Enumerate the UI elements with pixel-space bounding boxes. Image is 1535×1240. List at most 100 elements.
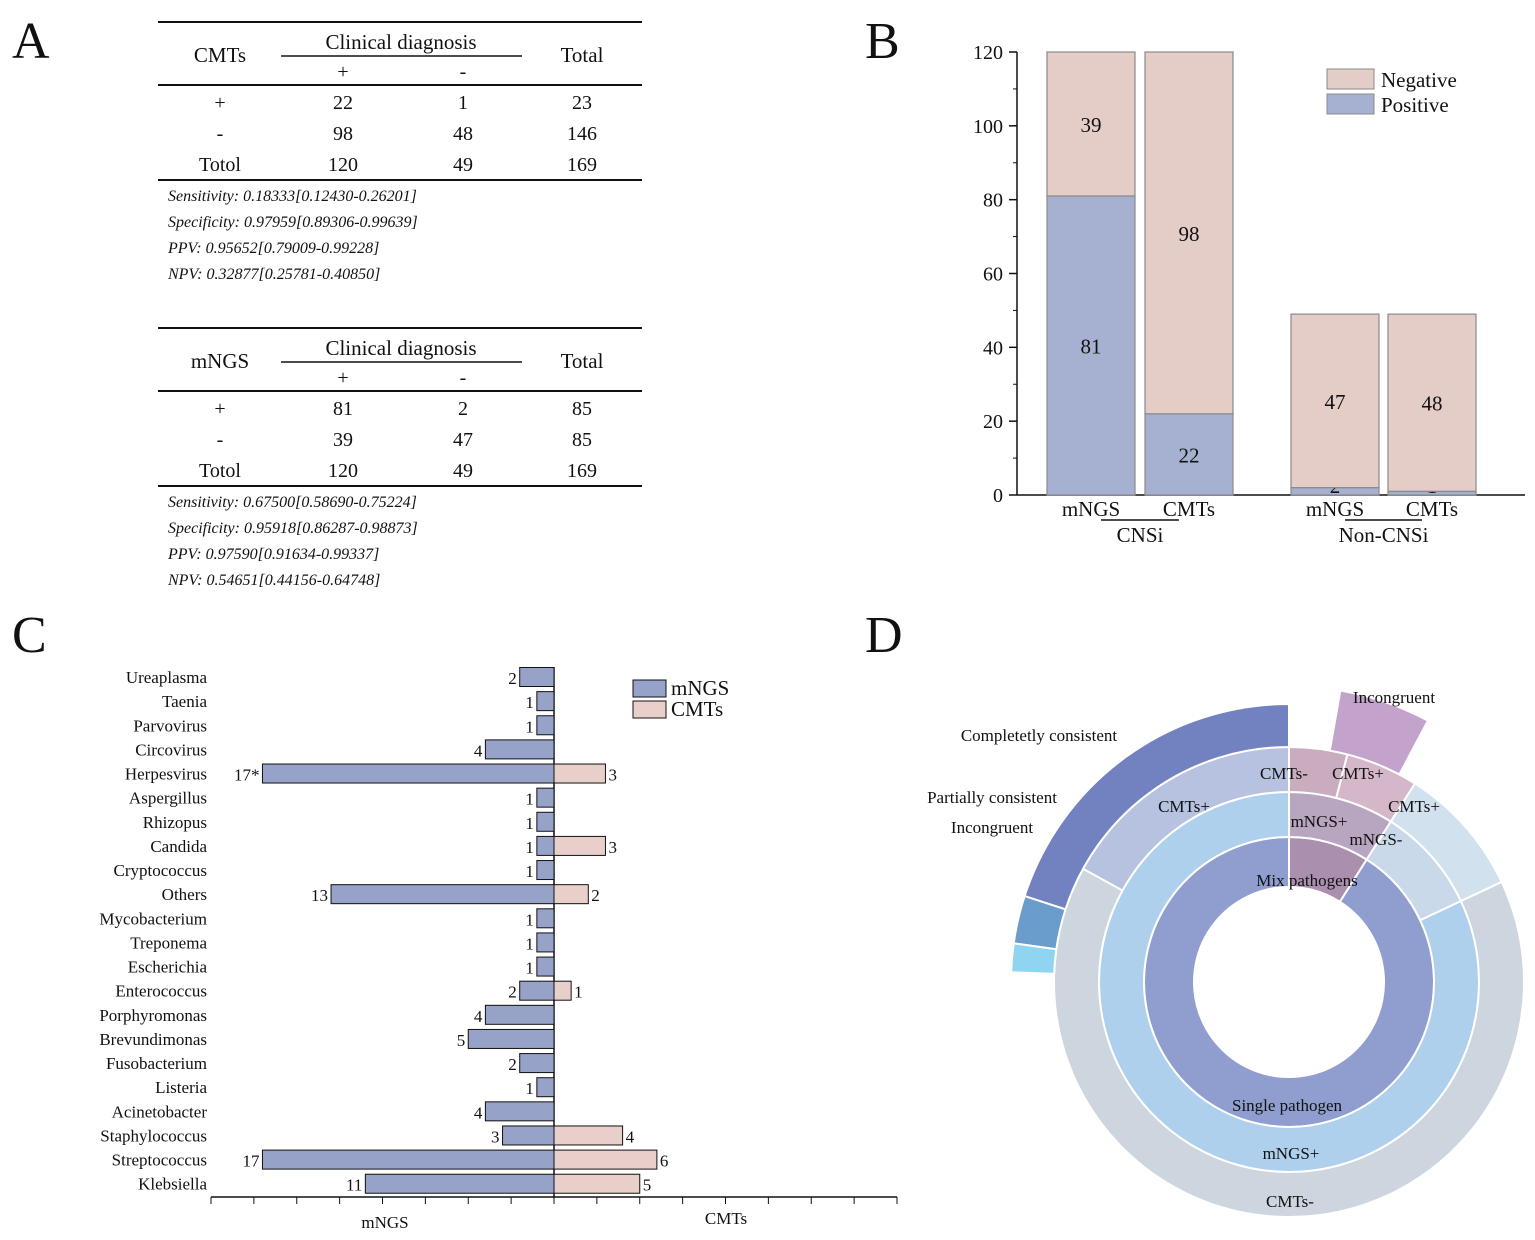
sunburst-label: mNGS- xyxy=(1350,830,1403,849)
sunburst-outer-segment xyxy=(1012,894,1067,951)
table-stat-line: NPV: 0.32877[0.25781-0.40850] xyxy=(167,266,380,283)
mngs-value-label: 11 xyxy=(346,1176,362,1195)
table-row-label: - xyxy=(217,429,224,451)
mngs-bar xyxy=(484,1004,555,1025)
stacked-bar-segment xyxy=(1046,195,1136,496)
sunburst-label: mNGS+ xyxy=(1263,1144,1320,1163)
y-tick-label: 60 xyxy=(983,264,1003,286)
mngs-bar xyxy=(536,932,555,953)
legend-label: mNGS xyxy=(671,676,729,700)
mngs-value-label: 2 xyxy=(508,983,517,1002)
pathogen-label: Cryptococcus xyxy=(114,861,207,880)
table-stat-line: PPV: 0.95652[0.79009-0.99228] xyxy=(167,240,379,257)
table-cell: 2 xyxy=(458,398,468,420)
sunburst-label: CMTs- xyxy=(1266,1192,1314,1211)
cmts-value-label: 3 xyxy=(608,838,617,857)
y-tick-label: 20 xyxy=(983,411,1003,433)
sunburst-label: Incongruent xyxy=(951,818,1033,837)
pathogen-label: Porphyromonas xyxy=(99,1006,207,1025)
sunburst-hole xyxy=(1195,888,1383,1076)
x-axis-label-right: CMTs xyxy=(705,1209,747,1228)
sunburst-label: Partially consistent xyxy=(927,788,1057,807)
stacked-bar-segment xyxy=(1144,413,1234,496)
cmts-bar xyxy=(553,1125,624,1146)
mngs-value-label: 1 xyxy=(525,1079,534,1098)
legend-label: Negative xyxy=(1381,68,1457,92)
table-cell: 81 xyxy=(333,398,353,420)
mngs-bar xyxy=(536,956,555,977)
mngs-value-label: 17* xyxy=(234,766,260,785)
pathogen-label: Ureaplasma xyxy=(126,668,208,687)
cmts-bar xyxy=(553,763,606,784)
sunburst-outer-segment xyxy=(1328,689,1430,776)
mngs-bar xyxy=(467,1028,555,1049)
mngs-value-label: 4 xyxy=(474,1103,483,1122)
bar-value-label: 22 xyxy=(1179,443,1200,467)
sunburst-label: CMTs- xyxy=(1260,764,1308,783)
sunburst-outer-segment xyxy=(1023,702,1290,911)
legend-swatch xyxy=(632,679,667,698)
table-cell: 85 xyxy=(572,429,592,451)
panel-label-a: A xyxy=(12,13,50,70)
sunburst-label: CMTs+ xyxy=(1332,764,1384,783)
mngs-value-label: 4 xyxy=(474,1007,483,1026)
table-row-label: + xyxy=(214,398,225,420)
mngs-bar xyxy=(536,835,555,856)
mngs-value-label: 1 xyxy=(525,814,534,833)
table-corner-label: CMTs xyxy=(194,43,246,67)
sunburst-label: Mix pathogens xyxy=(1256,871,1358,890)
table-cell: 48 xyxy=(453,123,473,145)
mngs-value-label: 1 xyxy=(525,934,534,953)
cmts-value-label: 3 xyxy=(608,766,617,785)
pathogen-label: Treponema xyxy=(130,933,207,952)
y-tick-label: 120 xyxy=(973,42,1003,64)
legend-swatch xyxy=(1326,93,1375,115)
y-tick-label: 0 xyxy=(993,485,1003,507)
sunburst-label: Single pathogen xyxy=(1232,1096,1343,1115)
mngs-bar xyxy=(519,1053,555,1074)
table-cell: 1 xyxy=(458,92,468,114)
pathogen-label: Klebsiella xyxy=(138,1175,207,1194)
stacked-bar-segment xyxy=(1290,313,1380,489)
mngs-bar xyxy=(536,787,555,808)
pathogen-label: Others xyxy=(162,885,207,904)
mngs-value-label: 17 xyxy=(242,1152,260,1171)
table-corner-label: mNGS xyxy=(191,349,249,373)
pathogen-label: Herpesvirus xyxy=(125,765,207,784)
mngs-bar xyxy=(502,1125,555,1146)
pathogen-label: Mycobacterium xyxy=(99,909,207,928)
stacked-bar-segment xyxy=(1387,313,1477,492)
cmts-bar xyxy=(553,980,572,1001)
mngs-bar xyxy=(484,739,555,760)
pathogen-label: Acinetobacter xyxy=(112,1102,208,1121)
table-subheader: + xyxy=(337,61,348,83)
sunburst-label: CMTs+ xyxy=(1158,797,1210,816)
mngs-value-label: 3 xyxy=(491,1127,500,1146)
cmts-bar xyxy=(553,835,606,856)
mngs-bar xyxy=(519,980,555,1001)
table-cell: 23 xyxy=(572,92,592,114)
mngs-value-label: 1 xyxy=(525,693,534,712)
table-subheader: + xyxy=(337,367,348,389)
pathogen-label: Fusobacterium xyxy=(106,1054,207,1073)
table-group-header: Clinical diagnosis xyxy=(325,30,476,54)
bar-value-label: 39 xyxy=(1081,113,1102,137)
legend-label: Positive xyxy=(1381,93,1449,117)
table-cell: 169 xyxy=(567,154,597,176)
table-cell: 120 xyxy=(328,154,358,176)
y-tick-label: 100 xyxy=(973,116,1003,138)
mngs-bar xyxy=(261,1149,555,1170)
bar-value-label: 48 xyxy=(1422,392,1443,416)
table-cell: 49 xyxy=(453,460,473,482)
table-stat-line: Specificity: 0.97959[0.89306-0.99639] xyxy=(168,214,418,231)
pathogen-label: Aspergillus xyxy=(129,789,207,808)
pathogen-label: Parvovirus xyxy=(133,716,207,735)
mngs-bar xyxy=(484,1101,555,1122)
table-row-label: - xyxy=(217,123,224,145)
group-label: CNSi xyxy=(1117,523,1164,547)
